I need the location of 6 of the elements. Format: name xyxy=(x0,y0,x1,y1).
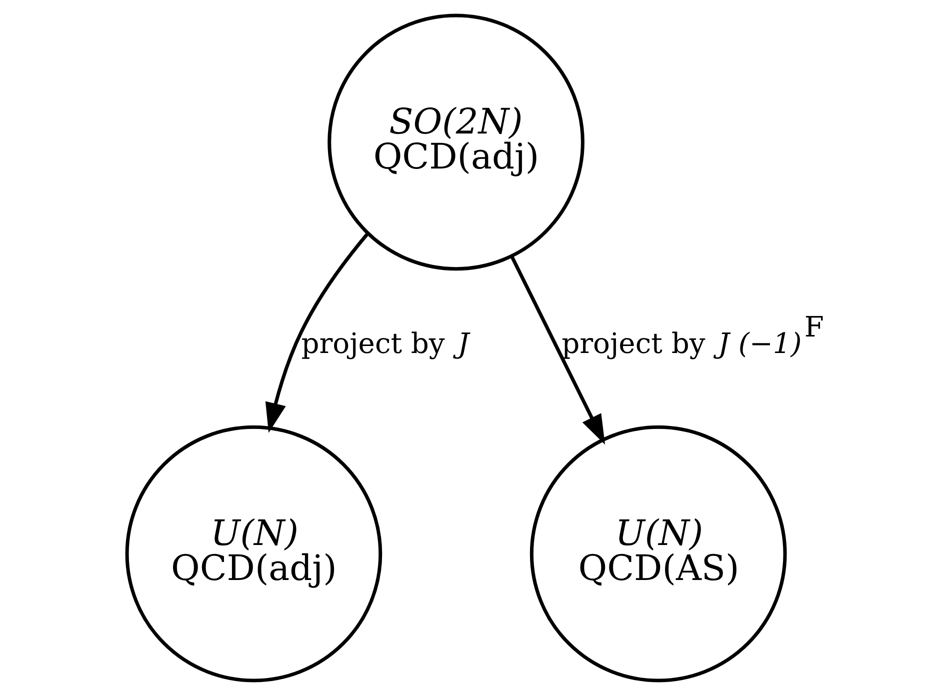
edge-label: project by J xyxy=(301,326,470,360)
node-circle: U(N) QCD(adj) xyxy=(125,425,382,682)
node-circle: U(N) QCD(AS) xyxy=(530,425,787,682)
node-circle: SO(2N) QCD(adj) xyxy=(328,14,584,271)
arrow xyxy=(265,232,370,433)
arrow xyxy=(510,256,606,445)
